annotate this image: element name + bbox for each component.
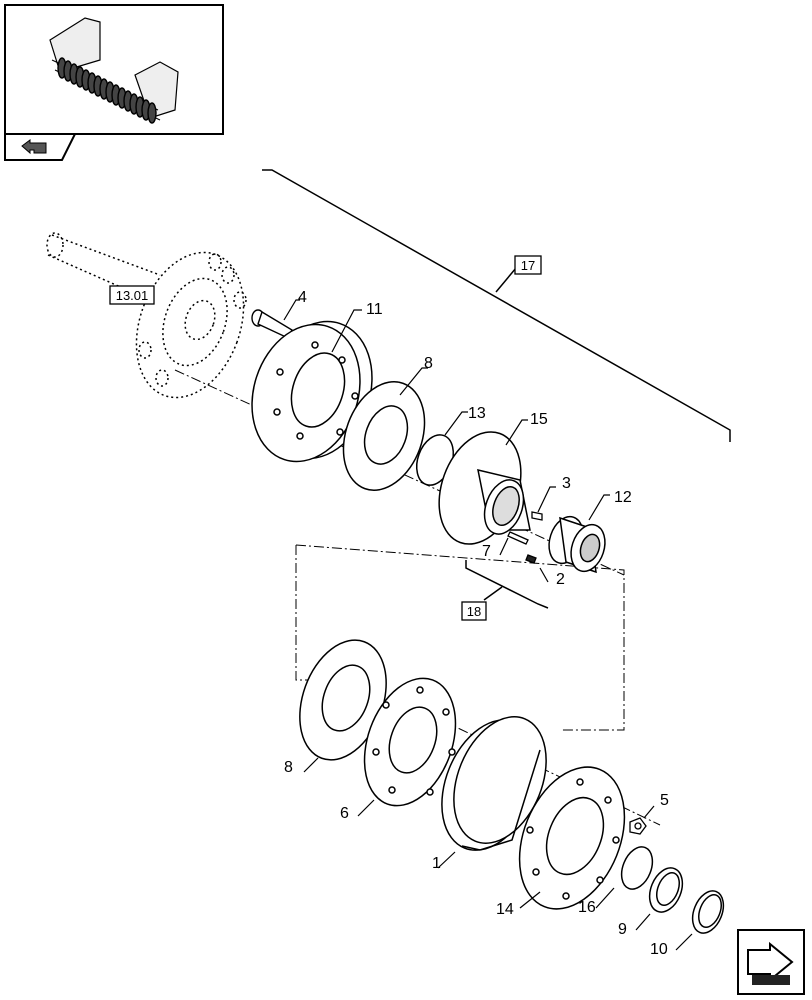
back-arrow-icon[interactable] [4,133,77,161]
assembly-bracket-18 [465,560,549,609]
part-2-key [525,554,537,564]
part-3-pin [531,511,543,521]
callout-8-lower: 8 [284,759,293,776]
part-8-upper-washer [342,381,426,491]
callout-3: 3 [562,475,571,492]
ref-box-13-01: 13.01 [109,285,155,305]
part-11-flange-plate [251,320,373,463]
part-14-flange-plate [518,766,626,910]
part-15-hub [438,431,531,545]
callouts: 1 2 3 4 5 6 7 8 8 9 10 11 12 13 15 14 16 [284,289,669,958]
callout-7: 7 [482,543,491,560]
callout-6: 6 [340,805,349,822]
machine-thumbnail-icon[interactable] [4,4,224,135]
callout-13: 13 [468,405,486,422]
callout-9: 9 [618,921,627,938]
next-page-arrow-icon[interactable] [737,929,805,995]
ref-label-13-01: 13.01 [116,288,149,303]
callout-16: 16 [578,899,596,916]
part-10-circlip [691,890,725,934]
ref-label-18: 18 [467,604,481,619]
part-1-drum-band [441,716,547,851]
callout-14: 14 [496,901,514,918]
leader-lines [283,299,693,951]
reference-shaft-flange [46,232,247,399]
ref-box-18: 18 [461,601,487,621]
part-5-nut [629,817,647,835]
callout-1: 1 [432,855,441,872]
callout-10: 10 [650,941,668,958]
callout-4: 4 [298,289,307,306]
callout-5: 5 [660,792,669,809]
callout-12: 12 [614,489,632,506]
part-12-splined-coupler [548,515,606,574]
part-7-pin [507,531,529,545]
callout-8-upper: 8 [424,355,433,372]
ref-label-17: 17 [521,258,535,273]
part-4-bolt [251,309,293,339]
part-16-ring [620,846,654,890]
ref-box-17: 17 [514,255,542,275]
part-6-friction-disc [363,677,457,807]
callout-11: 11 [366,301,383,318]
part-8-lower-washer [299,639,387,761]
part-9-washer [648,867,684,913]
callout-15: 15 [530,411,548,428]
callout-2: 2 [556,571,565,588]
assembly-bracket-17 [262,169,731,442]
